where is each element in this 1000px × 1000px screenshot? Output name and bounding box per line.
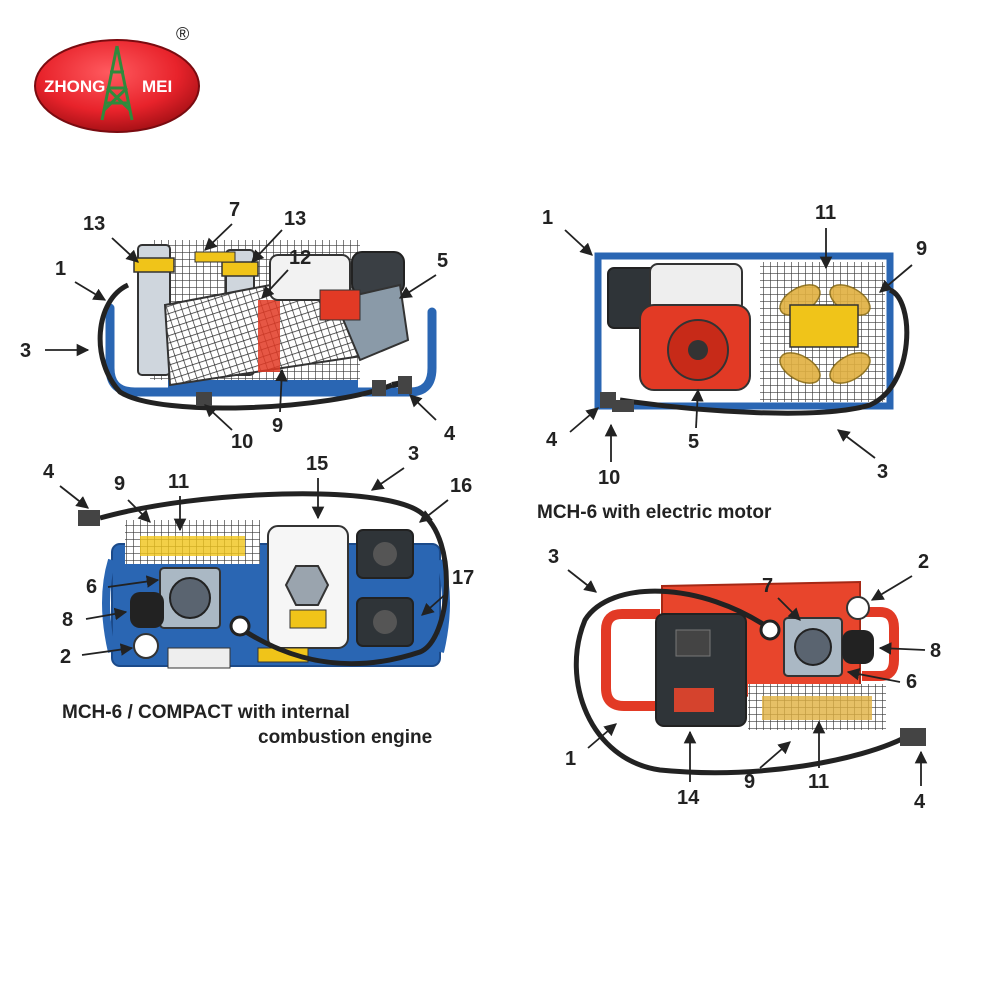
label-6: 6 [906,671,917,693]
label-8: 8 [930,640,941,662]
label-7: 7 [229,199,240,221]
label-13-left: 13 [83,213,105,235]
diagram-bottom-right: 3 7 2 8 6 1 14 9 11 4 [548,546,941,813]
label-6: 6 [86,576,97,598]
diagram-top-right: 1 11 9 4 5 10 3 [542,202,927,489]
label-10: 10 [231,431,253,453]
zhongmei-logo: ZHONG MEI [30,28,205,138]
logo-text-right: MEI [142,77,172,96]
label-5: 5 [437,250,448,272]
label-3: 3 [548,546,559,568]
label-4: 4 [914,791,926,813]
label-9: 9 [114,473,125,495]
label-1: 1 [542,207,553,229]
label-16: 16 [450,475,472,497]
registered-mark: ® [176,24,190,44]
diagram-top-left: 13 7 13 1 12 5 3 10 9 4 [20,199,456,453]
label-9: 9 [272,415,283,437]
caption-electric-motor: MCH-6 with electric motor [537,502,772,523]
label-14: 14 [677,787,700,809]
logo-text-left: ZHONG [44,77,105,96]
label-4: 4 [43,461,55,483]
label-8: 8 [62,609,73,631]
label-7: 7 [762,575,773,597]
label-5: 5 [688,431,699,453]
caption-compact-line1: MCH-6 / COMPACT with internal [62,702,350,723]
label-3: 3 [20,340,31,362]
label-13-right: 13 [284,208,306,230]
label-1: 1 [565,748,576,770]
label-9: 9 [916,238,927,260]
caption-compact-line2: combustion engine [258,727,433,748]
label-3: 3 [877,461,888,483]
diagram-bottom-left: 4 9 11 15 3 16 6 17 8 2 [43,443,474,669]
label-17: 17 [452,567,474,589]
label-2: 2 [918,551,929,573]
label-3: 3 [408,443,419,465]
label-4: 4 [546,429,558,451]
label-11: 11 [815,202,836,224]
label-10: 10 [598,467,620,489]
label-11: 11 [168,471,189,493]
label-11: 11 [808,771,829,793]
label-1: 1 [55,258,66,280]
label-9: 9 [744,771,755,793]
label-2: 2 [60,646,71,668]
label-4: 4 [444,423,456,445]
label-15: 15 [306,453,328,475]
label-12: 12 [289,247,311,269]
